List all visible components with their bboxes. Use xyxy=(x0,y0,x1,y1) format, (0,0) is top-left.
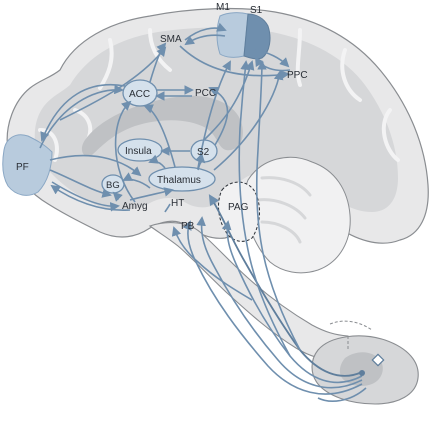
label-bg: BG xyxy=(106,180,120,191)
label-pf: PF xyxy=(16,162,29,173)
label-amyg: Amyg xyxy=(122,201,148,212)
pf-region xyxy=(2,134,53,196)
dorsal-horn-dot xyxy=(359,370,365,376)
label-ht: HT xyxy=(171,198,184,209)
label-insula: Insula xyxy=(125,146,152,157)
s1-region xyxy=(243,13,271,60)
label-pb: PB xyxy=(181,221,195,232)
label-ppc: PPC xyxy=(287,70,308,81)
label-m1: M1 xyxy=(216,2,230,13)
pathways xyxy=(39,22,367,402)
corpus-callosum xyxy=(81,95,243,157)
thalamus-node xyxy=(148,166,216,192)
sulci xyxy=(38,28,400,162)
label-sma: SMA xyxy=(160,34,182,45)
label-acc: ACC xyxy=(129,89,150,100)
dorsal-root-marker xyxy=(371,353,385,367)
spinal-grey-matter xyxy=(339,352,383,386)
label-s1: S1 xyxy=(250,5,263,16)
label-pag: PAG xyxy=(228,202,249,213)
cerebellum-folds xyxy=(256,176,312,244)
label-thalamus: Thalamus xyxy=(157,175,201,186)
spinal-connector xyxy=(329,320,373,350)
label-pcc: PCC xyxy=(195,88,216,99)
label-s2: S2 xyxy=(197,147,210,158)
